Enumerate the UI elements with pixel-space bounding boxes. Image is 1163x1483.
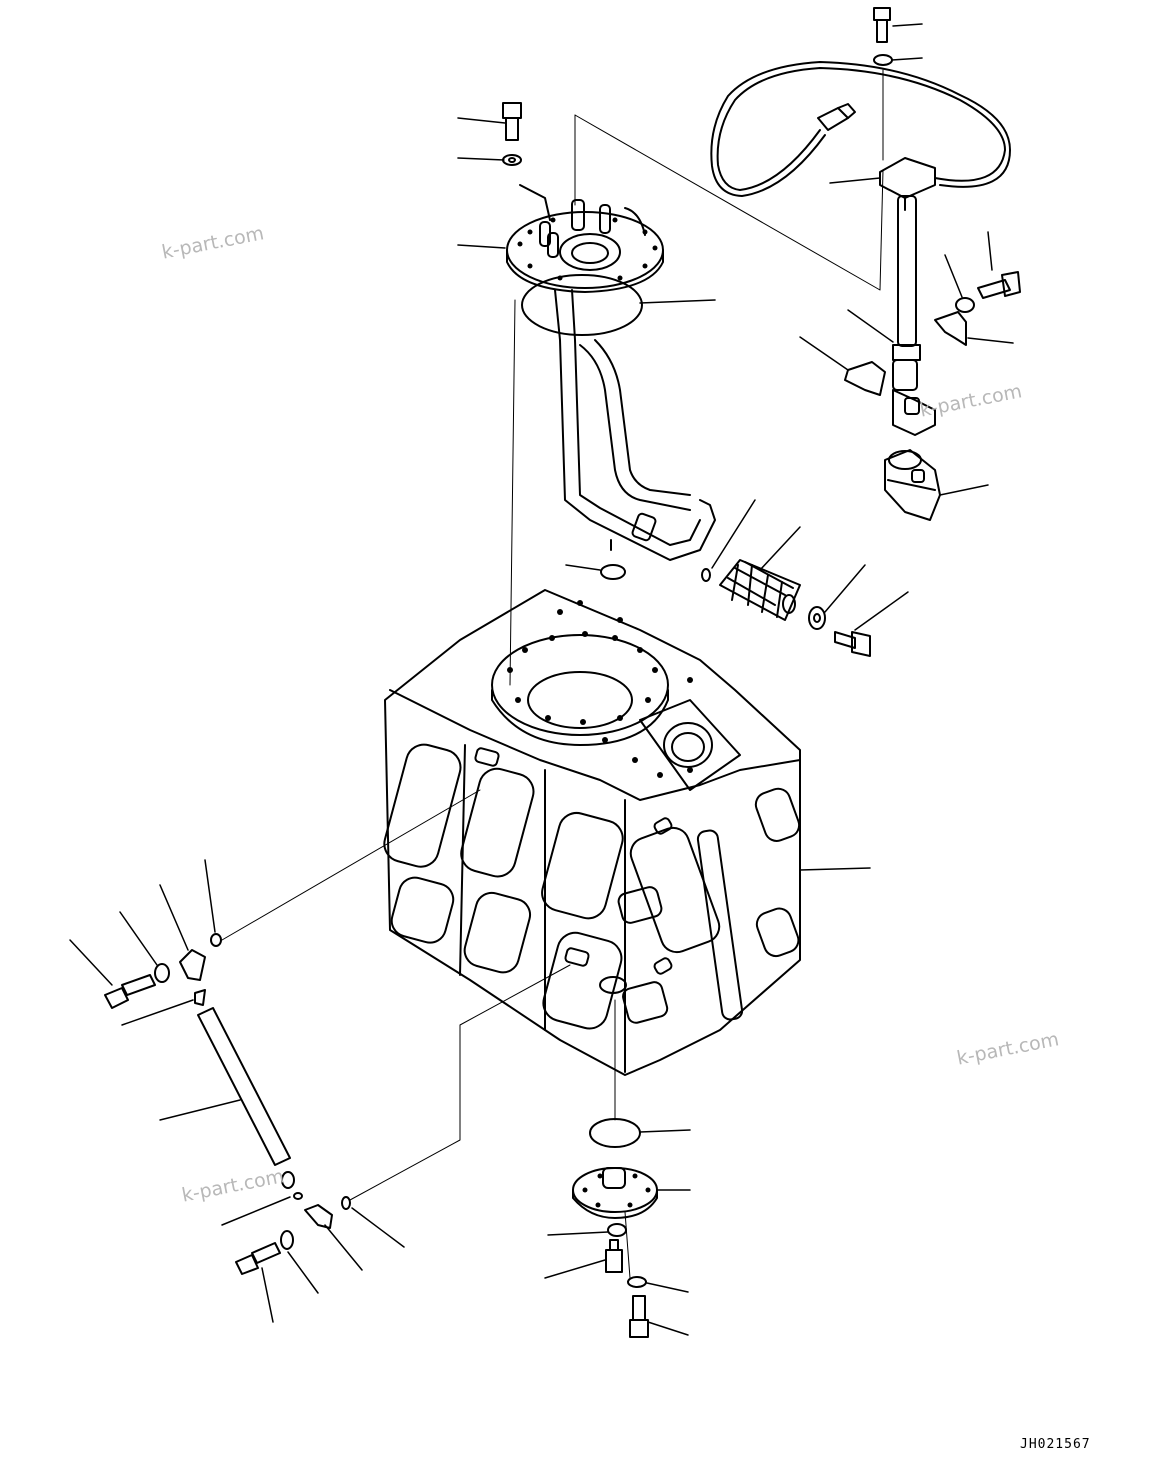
level-sensor xyxy=(879,157,936,436)
washer xyxy=(808,606,826,630)
sensor-connector xyxy=(884,449,941,521)
o-ring xyxy=(210,933,351,1210)
leader-lines xyxy=(69,23,1014,1336)
sensor-bracket xyxy=(844,361,886,396)
level-hose xyxy=(194,989,295,1189)
drawing-code: JH021567 xyxy=(1020,1437,1091,1452)
sensor-harness xyxy=(710,61,1011,197)
washer xyxy=(627,1276,647,1288)
drain-cover xyxy=(572,1167,658,1219)
o-ring xyxy=(607,1223,627,1237)
washer xyxy=(502,154,522,166)
reference-lines xyxy=(221,69,884,1279)
strainer xyxy=(701,559,801,621)
drain-gasket xyxy=(589,1118,641,1148)
washer xyxy=(154,963,294,1250)
washer xyxy=(955,297,975,313)
sensor-clamp xyxy=(934,311,967,346)
bolt xyxy=(104,974,281,1275)
hose-elbow xyxy=(179,949,333,1229)
washer xyxy=(873,54,893,66)
bolt xyxy=(605,1239,623,1273)
fuel-tank xyxy=(383,589,801,1076)
bolt xyxy=(977,271,1021,299)
bolt xyxy=(834,631,871,657)
flange-gasket xyxy=(521,274,643,336)
bolt xyxy=(873,7,891,43)
suction-pipe xyxy=(554,289,716,580)
bolt xyxy=(502,102,522,141)
bolt xyxy=(629,1295,649,1338)
